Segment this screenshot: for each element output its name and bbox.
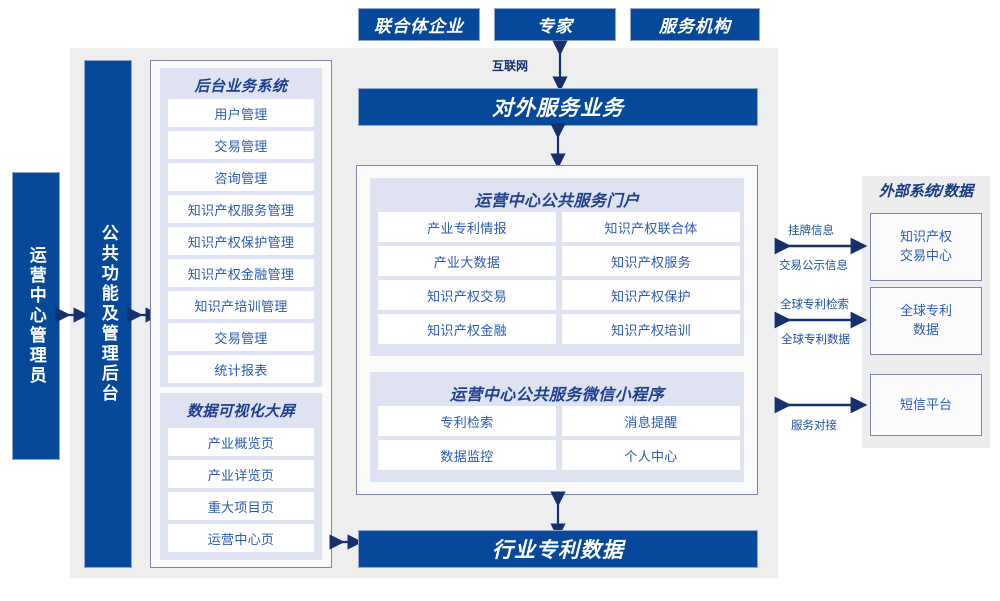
external-connection-label-below: 全球专利数据 <box>781 334 850 346</box>
external-system-box-2[interactable]: 短信平台 <box>870 374 982 436</box>
backoffice-item[interactable]: 知识产权金融管理 <box>168 259 314 287</box>
external-connection-arrow-0 <box>774 235 868 257</box>
external-connection-arrow-1 <box>774 309 868 331</box>
external-connection-label-above: 全球专利检索 <box>780 299 849 311</box>
backoffice-item[interactable]: 统计报表 <box>168 355 314 383</box>
external-system-line2: 数据 <box>912 322 939 337</box>
portal-item[interactable]: 知识产权联合体 <box>562 212 740 242</box>
backoffice-item[interactable]: 知识产权保护管理 <box>168 227 314 255</box>
backoffice-to-industry-data-arrow <box>329 530 363 554</box>
external-system-line1: 知识产权 <box>899 229 952 245</box>
backoffice-item[interactable]: 咨询管理 <box>168 163 314 191</box>
left-column-common-functions[interactable]: 公共功能及管理后台 <box>84 60 132 568</box>
left-column-label: 运营中心管理员 <box>26 246 46 386</box>
backoffice-title: 后台业务系统 <box>194 78 288 95</box>
top-actor-label: 专家 <box>537 17 573 36</box>
service-to-portal-arrow <box>546 123 570 169</box>
portal-title: 运营中心公共服务门户 <box>474 193 640 210</box>
visualization-item[interactable]: 重大项目页 <box>168 492 314 520</box>
left-column-operator[interactable]: 运营中心管理员 <box>12 172 60 460</box>
internet-label: 互联网 <box>492 59 529 73</box>
miniprogram-item[interactable]: 专利检索 <box>378 406 556 436</box>
industry-data-bar[interactable]: 行业专利数据 <box>358 530 758 568</box>
portal-item[interactable]: 知识产权保护 <box>562 280 740 310</box>
portal-item[interactable]: 产业专利情报 <box>378 212 556 242</box>
top-actor-box-2[interactable]: 服务机构 <box>630 8 760 41</box>
miniprogram-item[interactable]: 个人中心 <box>562 440 740 470</box>
miniprogram-item[interactable]: 消息提醒 <box>562 406 740 436</box>
external-systems-title: 外部系统/数据 <box>878 183 974 200</box>
external-connection-label-below: 服务对接 <box>791 420 837 432</box>
industry-data-label: 行业专利数据 <box>492 539 624 562</box>
backoffice-item[interactable]: 知识产权服务管理 <box>168 195 314 223</box>
internet-arrow <box>548 40 572 92</box>
external-system-box-0[interactable]: 知识产权 交易中心 <box>870 213 982 281</box>
external-connection-label-above: 挂牌信息 <box>788 225 834 237</box>
external-service-label: 对外服务业务 <box>492 97 624 120</box>
visualization-item[interactable]: 产业概览页 <box>168 428 314 456</box>
top-actor-label: 联合体企业 <box>374 17 464 36</box>
backoffice-item[interactable]: 交易管理 <box>168 323 314 351</box>
portal-to-industry-data-arrow <box>546 491 570 539</box>
miniprogram-item[interactable]: 数据监控 <box>378 440 556 470</box>
top-actor-label: 服务机构 <box>659 17 731 36</box>
backoffice-item[interactable]: 用户管理 <box>168 99 314 127</box>
external-system-line2: 交易中心 <box>899 248 952 263</box>
external-connection-arrow-2 <box>774 394 868 416</box>
left-column-label: 公共功能及管理后台 <box>98 224 118 404</box>
external-connection-label-below: 交易公示信息 <box>779 260 848 272</box>
top-actor-box-0[interactable]: 联合体企业 <box>358 8 480 41</box>
visualization-title: 数据可视化大屏 <box>186 403 296 420</box>
external-system-line1: 全球专利 <box>899 303 952 319</box>
visualization-item[interactable]: 运营中心页 <box>168 524 314 552</box>
portal-item[interactable]: 知识产权金融 <box>378 314 556 344</box>
portal-item[interactable]: 知识产权服务 <box>562 246 740 276</box>
external-service-bar[interactable]: 对外服务业务 <box>358 88 758 126</box>
top-actor-box-1[interactable]: 专家 <box>494 8 616 41</box>
miniprogram-title: 运营中心公共服务微信小程序 <box>449 387 665 404</box>
backoffice-item[interactable]: 交易管理 <box>168 131 314 159</box>
backoffice-item[interactable]: 知识产培训管理 <box>168 291 314 319</box>
external-system-line1: 短信平台 <box>899 396 952 412</box>
portal-item[interactable]: 知识产权交易 <box>378 280 556 310</box>
visualization-item[interactable]: 产业详览页 <box>168 460 314 488</box>
portal-item[interactable]: 产业大数据 <box>378 246 556 276</box>
external-system-box-1[interactable]: 全球专利 数据 <box>870 287 982 355</box>
portal-item[interactable]: 知识产权培训 <box>562 314 740 344</box>
operator-to-common-arrow <box>55 303 89 327</box>
